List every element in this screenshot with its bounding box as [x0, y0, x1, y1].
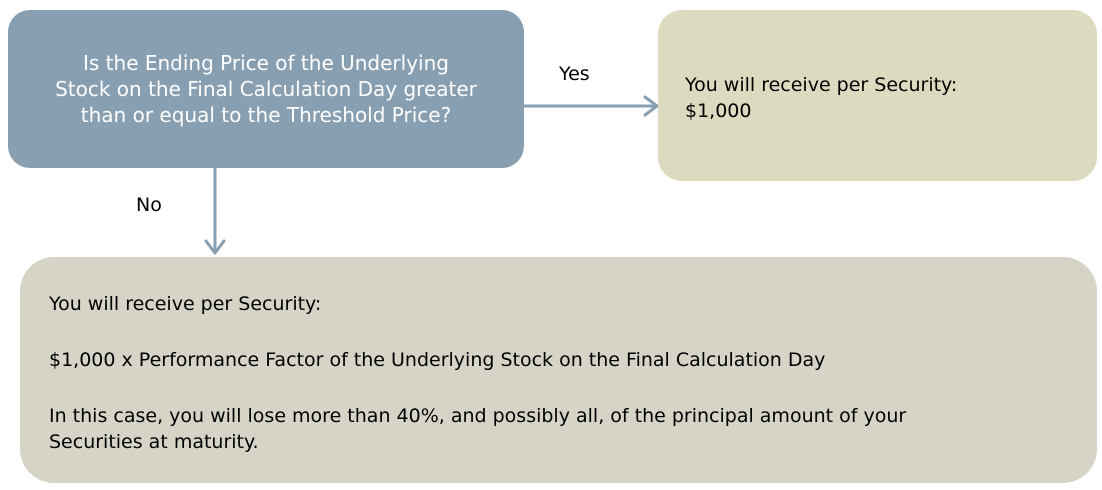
no-outcome-heading: You will receive per Security:	[49, 293, 322, 315]
no-label: No	[136, 194, 162, 216]
question-line: Stock on the Final Calculation Day great…	[55, 77, 477, 101]
no-outcome-warning-line: In this case, you will lose more than 40…	[49, 405, 907, 427]
question-text: Is the Ending Price of the Underlying St…	[55, 50, 477, 128]
no-outcome-node: You will receive per Security: $1,000 x …	[20, 257, 1097, 483]
no-arrow	[204, 166, 226, 255]
yes-label: Yes	[559, 63, 590, 85]
yes-outcome-line: You will receive per Security:	[685, 74, 958, 96]
question-line: than or equal to the Threshold Price?	[80, 103, 452, 127]
yes-outcome-amount: $1,000	[685, 100, 752, 122]
yes-arrow	[522, 95, 659, 117]
question-node: Is the Ending Price of the Underlying St…	[8, 10, 524, 168]
no-outcome-warning: In this case, you will lose more than 40…	[49, 403, 1067, 455]
question-line: Is the Ending Price of the Underlying	[83, 51, 449, 75]
no-outcome-warning-line: Securities at maturity.	[49, 431, 259, 453]
yes-outcome-node: You will receive per Security: $1,000	[658, 10, 1097, 181]
no-outcome-formula: $1,000 x Performance Factor of the Under…	[49, 349, 826, 371]
